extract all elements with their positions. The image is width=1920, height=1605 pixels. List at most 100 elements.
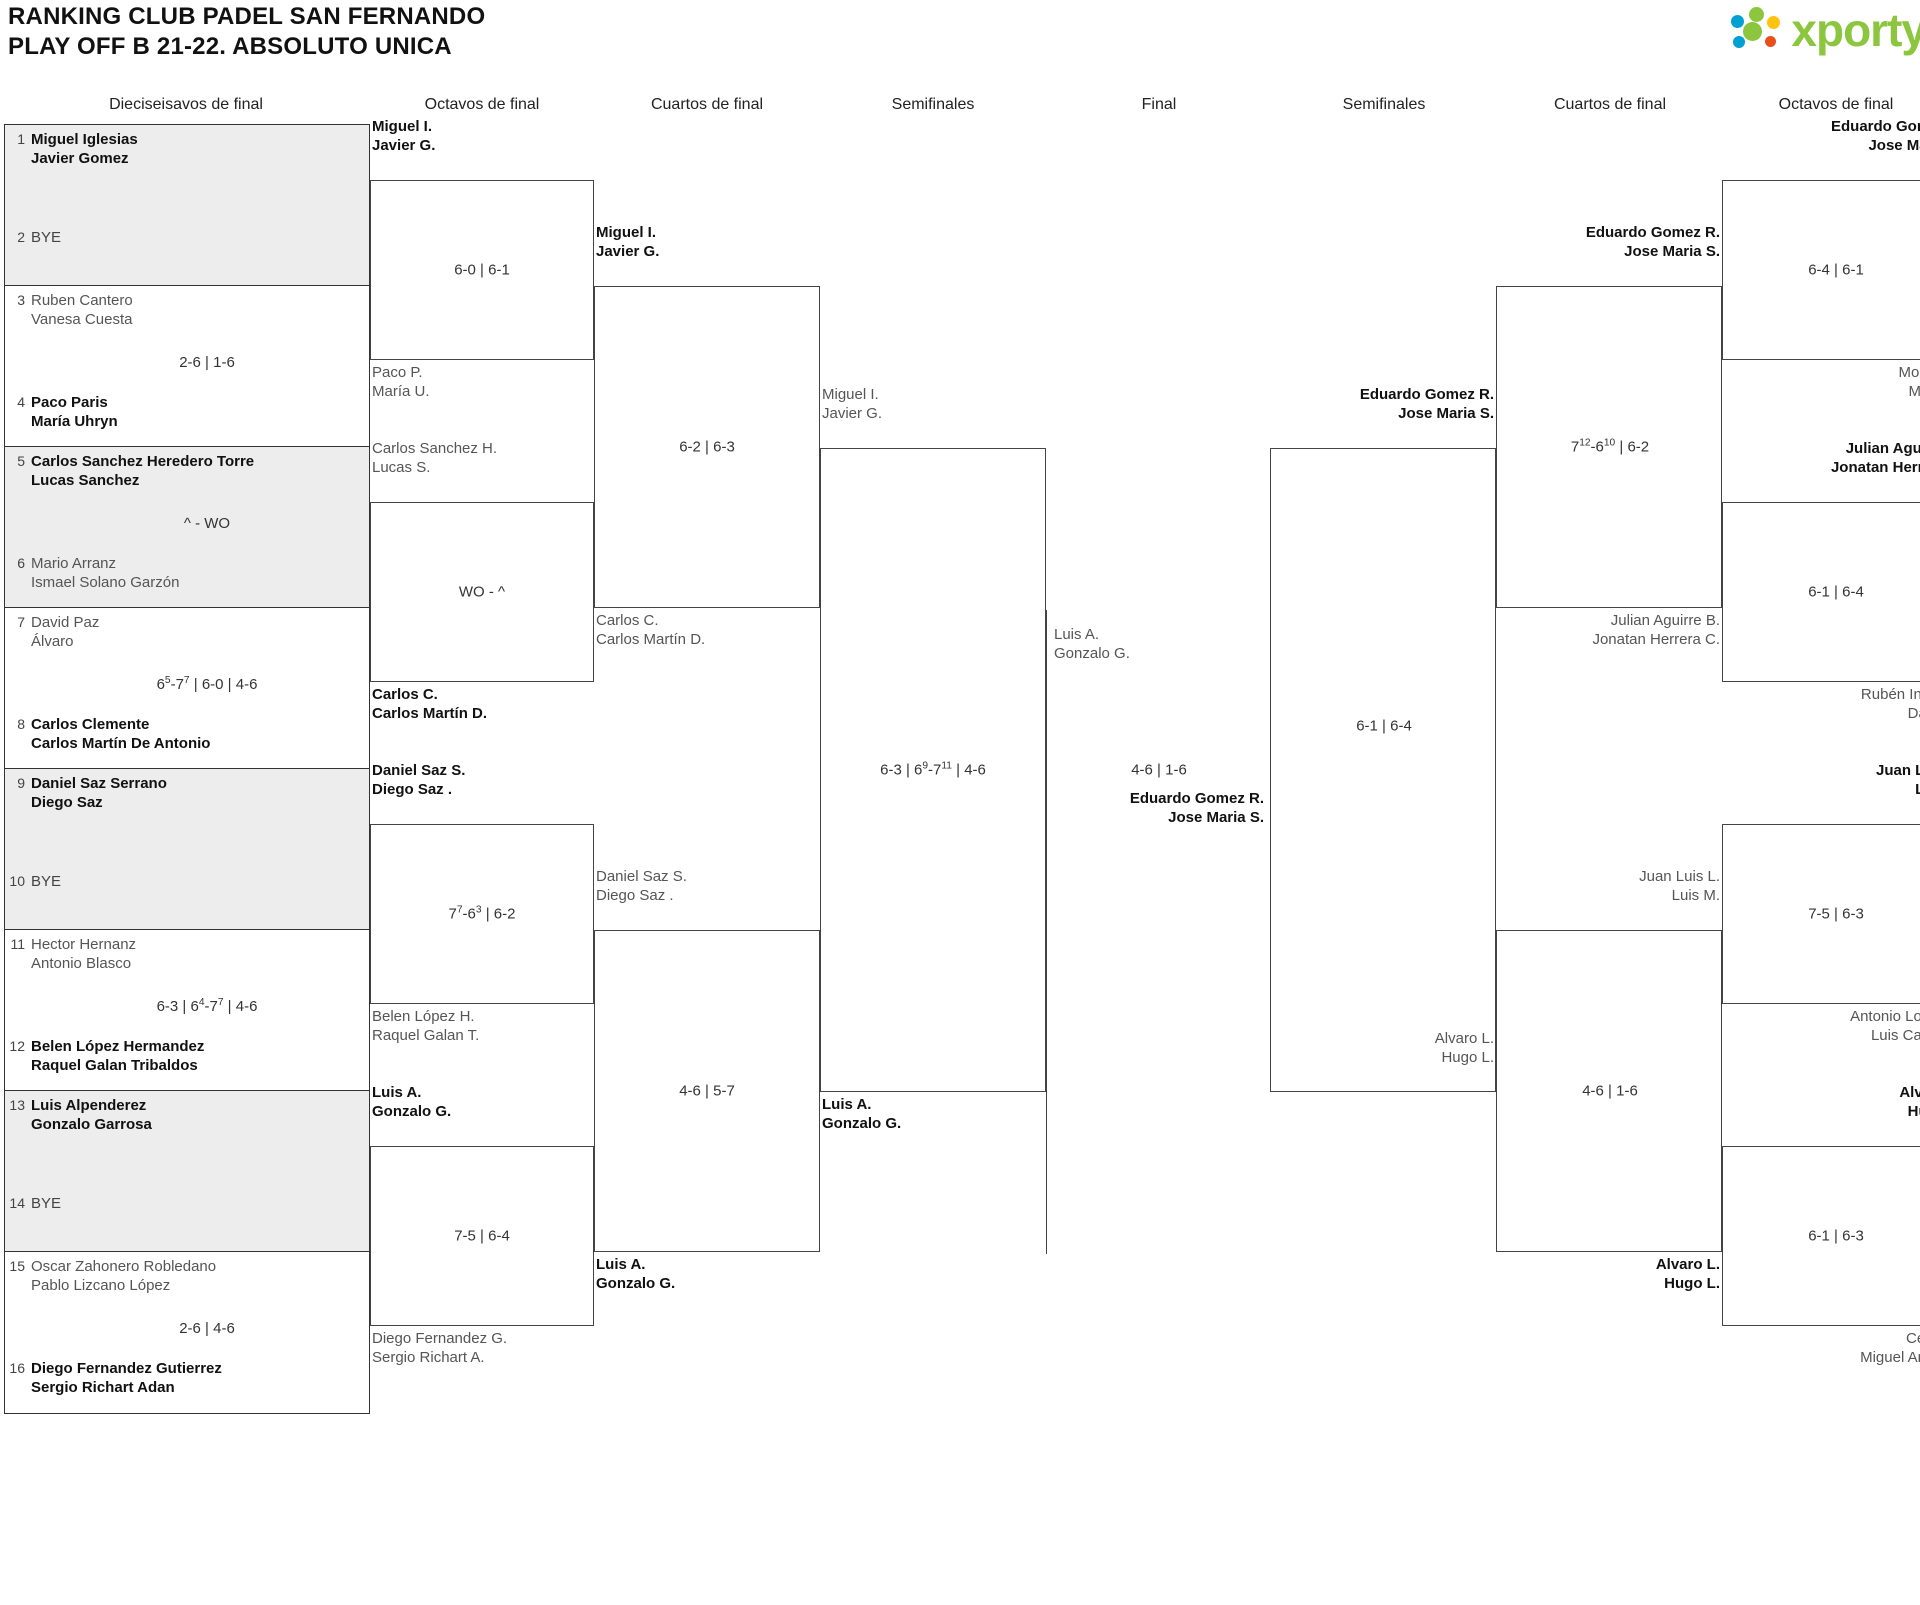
seed-number: 10 <box>9 873 25 889</box>
right-cuartos-score-0: 712-610 | 6-2 <box>1570 437 1650 456</box>
final-bot-names: Eduardo Gomez R.Jose Maria S. <box>1129 790 1264 826</box>
right-semis-top: Eduardo Gomez R.Jose Maria S. <box>1359 386 1494 422</box>
right-semis-box[interactable] <box>1270 448 1496 1092</box>
title-line-1: RANKING CLUB PADEL SAN FERNANDO <box>8 3 486 30</box>
seed-match-score: ^ - WO <box>183 515 231 532</box>
round-header-4: Final <box>1141 96 1177 113</box>
right-octavos-score-3: 6-1 | 6-3 <box>1808 1227 1864 1245</box>
page-title: RANKING CLUB PADEL SAN FERNANDO PLAY OFF… <box>8 2 485 62</box>
final-stem <box>1046 610 1047 1254</box>
right-cuartos-bot-1: Alvaro L.Hugo L. <box>1655 1256 1720 1292</box>
left-octavos-bot-2: Belen López H.Raquel Galan T. <box>372 1008 480 1044</box>
left-cuartos-box-1[interactable] <box>594 930 820 1252</box>
seed-number: 4 <box>17 394 25 410</box>
right-octavos-box-2[interactable] <box>1722 824 1920 1004</box>
seed-number: 5 <box>17 453 25 469</box>
left-cuartos-top-1: Daniel Saz S.Diego Saz . <box>596 868 687 904</box>
left-octavos-box-0[interactable] <box>370 180 594 360</box>
final-top-names: Luis A.Gonzalo G. <box>1054 626 1130 662</box>
left-octavos-bot-3: Diego Fernandez G.Sergio Richart A. <box>372 1330 508 1366</box>
left-cuartos-bot-1: Luis A.Gonzalo G. <box>596 1256 676 1292</box>
seed-number: 15 <box>9 1258 25 1274</box>
seed-number: 6 <box>17 555 25 571</box>
right-semis-score: 6-1 | 6-4 <box>1356 717 1412 735</box>
right-octavos-bot-1: Rubén InsúaDavid <box>1860 686 1920 722</box>
round-header-7: Octavos de final <box>1778 96 1894 113</box>
xporty-logo: xporty <box>1731 6 1920 54</box>
left-octavos-box-1[interactable] <box>370 502 594 682</box>
round-header-3: Semifinales <box>891 96 975 113</box>
right-cuartos-top-0: Eduardo Gomez R.Jose Maria S. <box>1585 224 1720 260</box>
right-cuartos-box-1[interactable] <box>1496 930 1722 1252</box>
right-octavos-box-0[interactable] <box>1722 180 1920 360</box>
right-octavos-score-1: 6-1 | 6-4 <box>1808 583 1864 601</box>
seed-match-score: 2-6 | 1-6 <box>179 354 235 371</box>
seed-number: 16 <box>9 1360 25 1376</box>
left-cuartos-box-0[interactable] <box>594 286 820 608</box>
round-header-1: Octavos de final <box>424 96 540 113</box>
left-octavos-score-3: 7-5 | 6-4 <box>454 1227 510 1245</box>
seed-number: 2 <box>17 229 25 245</box>
left-semis-top: Miguel I.Javier G. <box>822 386 883 422</box>
right-cuartos-score-1: 4-6 | 1-6 <box>1582 1082 1638 1100</box>
seed-number: 8 <box>17 716 25 732</box>
right-cuartos-bot-0: Julian Aguirre B.Jonatan Herrera C. <box>1592 612 1720 648</box>
logo-dots-icon <box>1731 6 1785 54</box>
seed-number: 14 <box>9 1195 25 1211</box>
seed-number: 7 <box>17 614 25 630</box>
left-octavos-top-1: Carlos Sanchez H.Lucas S. <box>372 440 498 476</box>
left-octavos-bot-0: Paco P.María U. <box>372 364 430 400</box>
right-cuartos-box-0[interactable] <box>1496 286 1722 608</box>
seed-match-score: 65-77 | 6-0 | 4-6 <box>156 675 258 693</box>
seed-row[interactable]: 2 BYE <box>5 229 61 246</box>
left-semis-score: 6-3 | 69-711 | 4-6 <box>880 760 986 779</box>
right-octavos-score-2: 7-5 | 6-3 <box>1808 905 1864 923</box>
left-semis-bot: Luis A.Gonzalo G. <box>822 1096 902 1132</box>
right-octavos-box-1[interactable] <box>1722 502 1920 682</box>
right-octavos-box-3[interactable] <box>1722 1146 1920 1326</box>
left-semis-box[interactable] <box>820 448 1046 1092</box>
left-octavos-score-0: 6-0 | 6-1 <box>454 261 510 279</box>
round-header-0: Dieciseisavos de final <box>109 96 263 113</box>
left-octavos-score-1: WO - ^ <box>458 583 506 601</box>
seed-match-score: 2-6 | 4-6 <box>179 1320 235 1337</box>
seed-bye-label: BYE <box>31 229 62 246</box>
seed-number: 12 <box>9 1038 25 1054</box>
right-octavos-top-0: Eduardo GomezJose Maria <box>1830 118 1920 154</box>
left-octavos-box-2[interactable] <box>370 824 594 1004</box>
seed-match-score: 6-3 | 64-77 | 4-6 <box>156 997 258 1015</box>
left-octavos-box-3[interactable] <box>370 1146 594 1326</box>
right-octavos-bot-0: MoisésMaria <box>1898 364 1920 400</box>
